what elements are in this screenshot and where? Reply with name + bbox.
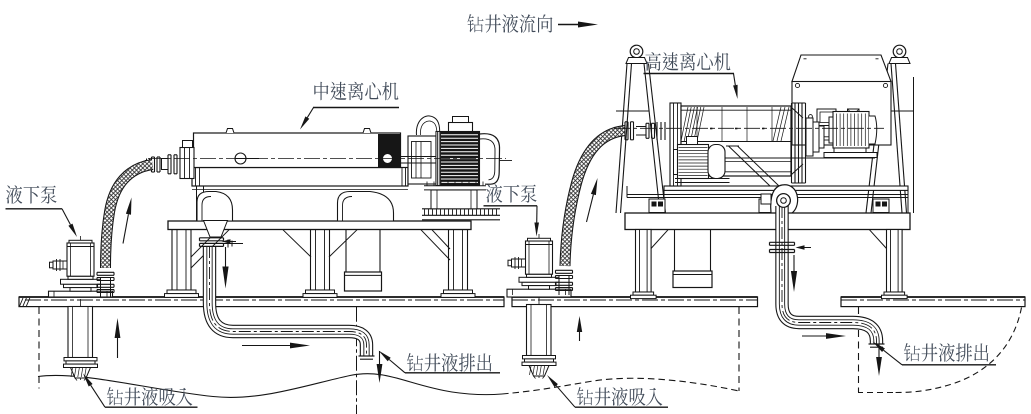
- stand-left: [164, 220, 476, 298]
- label-medium-speed-centrifuge: [314, 81, 399, 101]
- label-submersible-pump-left: [6, 185, 57, 204]
- stand-right: [630, 228, 908, 300]
- annotations: [5, 14, 996, 408]
- label-submersible-pump-middle: [486, 184, 537, 203]
- flow-arrows: [114, 21, 882, 383]
- label-mud-suction-left: [106, 387, 193, 406]
- label-high-speed-centrifuge: [645, 52, 731, 71]
- feed-hose-right: [559, 125, 626, 267]
- centerlines: [148, 127, 884, 159]
- submersible-pump-2: [506, 234, 574, 379]
- label-mud-suction-middle: [576, 387, 663, 406]
- label-flow-direction: [467, 14, 553, 33]
- label-mud-discharge-left: [406, 353, 492, 372]
- label-mud-discharge-right: [903, 343, 989, 362]
- feed-hose-left: [100, 159, 154, 269]
- medium-speed-centrifuge: [145, 115, 512, 238]
- discharge-pipe-right: [768, 193, 885, 348]
- discharge-pipe-left: [198, 237, 375, 360]
- feed-joint-right: [624, 121, 666, 141]
- high-speed-centrifuge: [615, 44, 914, 231]
